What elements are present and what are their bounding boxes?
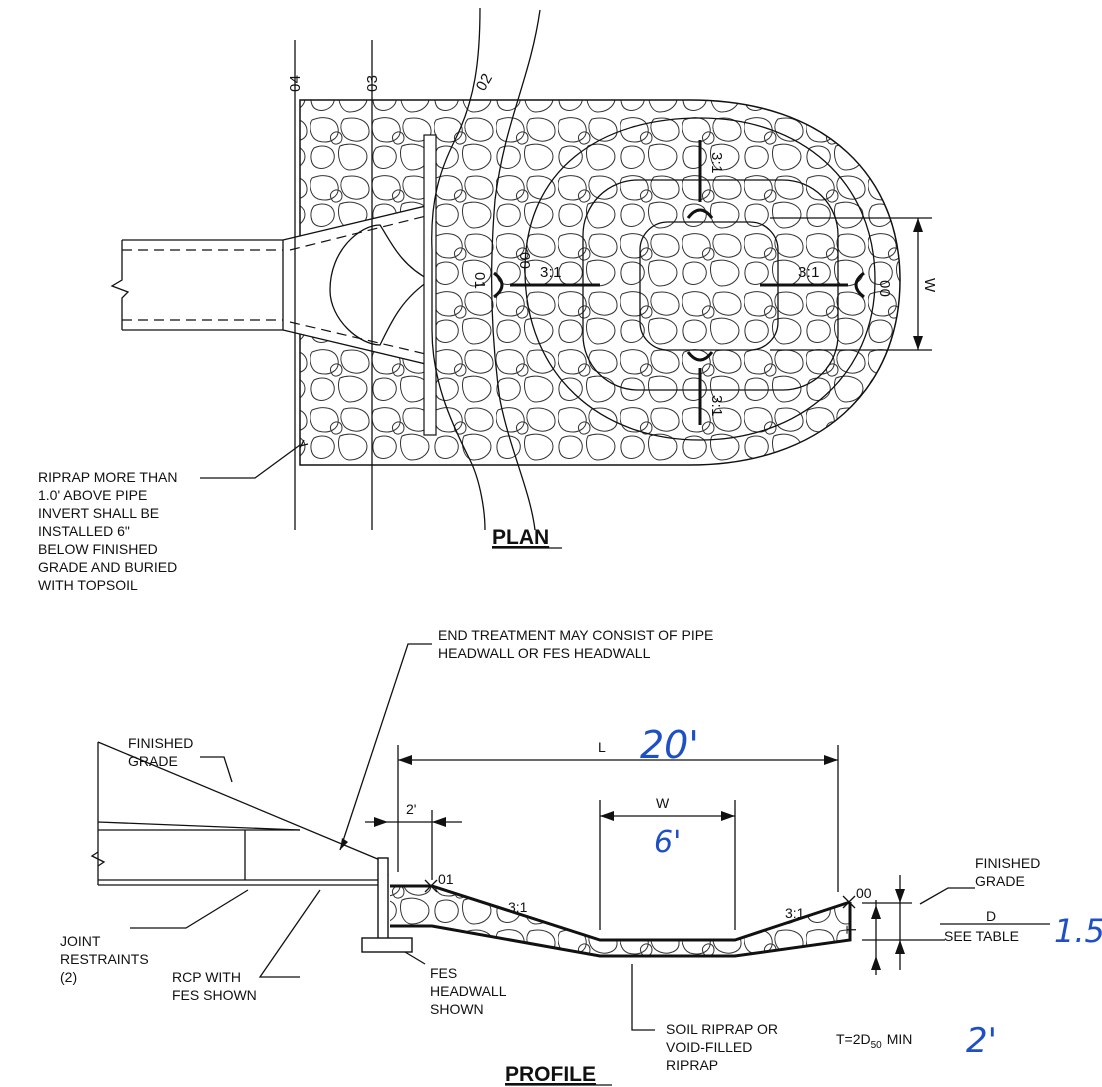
t-formula-text: T=2D	[836, 1031, 871, 1047]
riprap-note-line-6: GRADE AND BURIED	[38, 559, 177, 575]
handwritten-d-value: 1.5'	[1054, 912, 1102, 950]
dimension-d-label: D	[986, 908, 996, 924]
dimension-2ft-label: 2'	[406, 801, 416, 817]
riprap-apron-plan	[299, 99, 901, 466]
dimension-t-label: T	[843, 925, 859, 934]
contour-label-00-right: 00	[876, 280, 893, 297]
riprap-note-line-4: INSTALLED 6"	[38, 523, 130, 539]
profile-title: PROFILE	[505, 1063, 596, 1086]
slope-label-right: 3:1	[798, 264, 820, 281]
dimension-l-label: L	[598, 739, 606, 755]
riprap-note-line-7: WITH TOPSOIL	[38, 577, 138, 593]
fes-note-line-3: SHOWN	[430, 1001, 484, 1017]
joint-restraints-line-2: RESTRAINTS	[60, 951, 149, 967]
slope-right-label: 3:1	[785, 905, 805, 921]
dimension-w-label-profile: W	[656, 795, 670, 811]
riprap-note: RIPRAP MORE THAN 1.0' ABOVE PIPE INVERT …	[38, 469, 178, 593]
headwall-footing	[361, 937, 413, 953]
rcp-note-line-1: RCP WITH	[172, 969, 241, 985]
slope-label-bottom: 3:1	[708, 395, 725, 417]
w-dimension-label-plan: W	[921, 278, 938, 293]
plan-view	[110, 7, 932, 531]
contour-01-line	[491, 9, 541, 531]
slope-left-label: 3:1	[508, 899, 528, 915]
soil-riprap-note-line-3: RIPRAP	[666, 1057, 718, 1073]
riprap-note-line-2: 1.0' ABOVE PIPE	[38, 487, 147, 503]
t-formula-min: MIN	[887, 1031, 913, 1047]
riprap-note-line-5: BELOW FINISHED	[38, 541, 158, 557]
profile-view	[90, 643, 1050, 1031]
contour-label-04: 04	[287, 75, 304, 92]
elevation-00-label: 00	[856, 885, 872, 901]
joint-restraints-line-3: (2)	[60, 969, 77, 985]
slope-label-top: 3:1	[708, 152, 725, 174]
end-treatment-note-line-1: END TREATMENT MAY CONSIST OF PIPE	[438, 627, 713, 643]
contour-label-02: 02	[473, 71, 496, 94]
riprap-profile	[390, 886, 850, 956]
t-formula-subscript: 50	[871, 1040, 883, 1051]
soil-riprap-note-line-1: SOIL RIPRAP OR	[666, 1021, 778, 1037]
soil-riprap-note-line-2: VOID-FILLED	[666, 1039, 752, 1055]
elevation-01-label: 01	[438, 871, 454, 887]
fes-headwall	[377, 857, 389, 941]
slope-arrows	[493, 140, 865, 425]
finished-grade-left-line-1: FINISHED	[128, 735, 193, 751]
fes-note-line-2: HEADWALL	[430, 983, 507, 999]
plan-title: PLAN	[492, 526, 549, 549]
contour-label-01: 01	[471, 272, 488, 289]
slope-label-left: 3:1	[540, 264, 562, 281]
riprap-note-line-1: RIPRAP MORE THAN	[38, 469, 178, 485]
riprap-note-line-3: INVERT SHALL BE	[38, 505, 159, 521]
contour-02-line	[431, 7, 486, 531]
joint-restraints-line-1: JOINT	[60, 933, 101, 949]
contour-label-03: 03	[364, 75, 381, 92]
end-treatment-note-line-2: HEADWALL OR FES HEADWALL	[438, 645, 651, 661]
see-table-label: SEE TABLE	[944, 928, 1019, 944]
contour-label-00-left: 00	[516, 252, 533, 269]
handwritten-l-value: 20'	[640, 723, 699, 767]
finished-grade-right-line-1: FINISHED	[975, 855, 1040, 871]
rcp-note-line-2: FES SHOWN	[172, 987, 257, 1003]
finished-grade-right-line-2: GRADE	[975, 873, 1025, 889]
fes-note-line-1: FES	[430, 965, 457, 981]
handwritten-t-value: 2'	[966, 1021, 997, 1061]
break-symbol	[110, 240, 130, 330]
finished-grade-left-line-2: GRADE	[128, 753, 178, 769]
contour-00-outer	[524, 117, 876, 441]
handwritten-w-value: 6'	[654, 825, 681, 860]
t-formula-label: T=2D50 MIN	[836, 1031, 912, 1051]
